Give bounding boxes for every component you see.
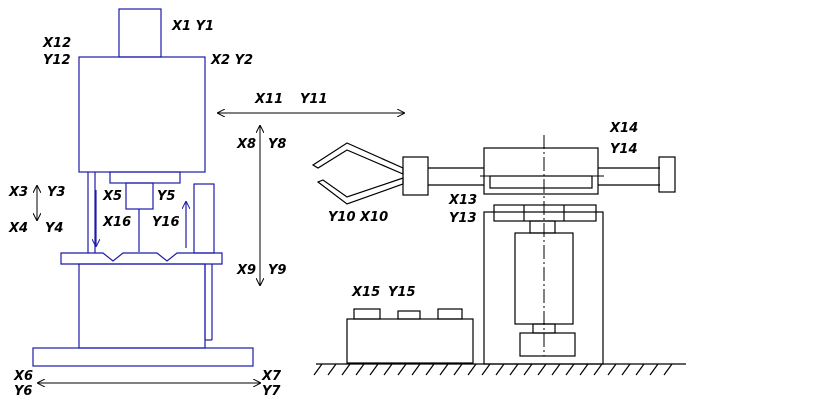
label-x15: X15 [352, 285, 381, 300]
ground-hatch [369, 363, 379, 376]
tray-slot-3 [437, 308, 463, 320]
label-x12: X12 [43, 36, 72, 51]
press-punch-block [125, 182, 154, 210]
ground-hatch [523, 363, 533, 376]
tray-slot-1 [353, 308, 381, 320]
ground-hatch [649, 363, 659, 376]
label-y13: Y13 [449, 211, 477, 226]
label-y3: Y3 [47, 185, 66, 200]
label-y16: Y16 [152, 215, 180, 230]
lift-cylinder-top [529, 220, 556, 234]
label-x16: X16 [103, 215, 132, 230]
ground-hatch [341, 363, 351, 376]
ground-hatch [411, 363, 421, 376]
label-x9: X9 [237, 263, 257, 278]
tray-slot-2 [397, 310, 421, 320]
ground-hatch [313, 363, 323, 376]
label-y11: Y11 [300, 92, 328, 107]
label-x11: X11 [255, 92, 284, 107]
arm-housing-inner [489, 175, 593, 189]
ground-hatch [635, 363, 645, 376]
robot-arm [311, 135, 676, 365]
label-x6: X6 [14, 369, 34, 384]
press-lower-body [78, 263, 206, 349]
press-right-guard [193, 183, 215, 254]
label-y14: Y14 [610, 142, 638, 157]
label-y4: Y4 [45, 221, 64, 236]
press-table [60, 252, 223, 265]
ground-hatch [663, 363, 673, 376]
label-x1-y1: X1 Y1 [172, 19, 215, 34]
arm-housing [483, 147, 599, 195]
ground-hatch [579, 363, 589, 376]
press-punch-plate [109, 171, 181, 184]
ground-hatch [355, 363, 365, 376]
ground-hatch [537, 363, 547, 376]
label-x5: X5 [103, 189, 123, 204]
ground-hatch [397, 363, 407, 376]
press-machine [32, 8, 254, 367]
ground-hatch [509, 363, 519, 376]
label-x8: X8 [237, 137, 257, 152]
label-x2-y2: X2 Y2 [211, 53, 254, 68]
label-x3: X3 [9, 185, 29, 200]
ground-hatch [551, 363, 561, 376]
label-x4: X4 [9, 221, 29, 236]
ground-hatching [313, 363, 673, 376]
ground-hatch [425, 363, 435, 376]
label-x7: X7 [262, 369, 282, 384]
rotary-plate [493, 204, 597, 222]
press-upper-body [78, 56, 206, 173]
press-base [32, 347, 254, 367]
label-y10-x10: Y10 X10 [328, 210, 389, 225]
arm-end-cap [658, 156, 676, 193]
label-y8: Y8 [268, 137, 287, 152]
ground-hatch [439, 363, 449, 376]
ground-hatch [481, 363, 491, 376]
ground-hatch [453, 363, 463, 376]
dimension-arrows [37, 113, 404, 383]
press-top-cylinder [118, 8, 162, 58]
label-y12: Y12 [43, 53, 71, 68]
tray-body [346, 318, 474, 364]
ground-hatch [593, 363, 603, 376]
ground-hatch [621, 363, 631, 376]
ground-hatch [607, 363, 617, 376]
ground-hatch [495, 363, 505, 376]
ground-hatch [327, 363, 337, 376]
label-y5: Y5 [157, 189, 176, 204]
gripper-wrist [402, 156, 429, 196]
lift-cylinder-foot [519, 332, 576, 357]
label-y9: Y9 [268, 263, 287, 278]
ground-hatch [467, 363, 477, 376]
label-x14: X14 [610, 121, 639, 136]
ground-hatch [383, 363, 393, 376]
gripper-lower-jaw [316, 177, 404, 205]
ground [313, 363, 686, 376]
gripper-upper-jaw [311, 142, 404, 175]
label-y15: Y15 [388, 285, 416, 300]
label-y7: Y7 [262, 384, 281, 399]
label-x13: X13 [449, 193, 478, 208]
ground-hatch [565, 363, 575, 376]
label-y6: Y6 [14, 384, 33, 399]
workpiece-tray [346, 308, 474, 364]
